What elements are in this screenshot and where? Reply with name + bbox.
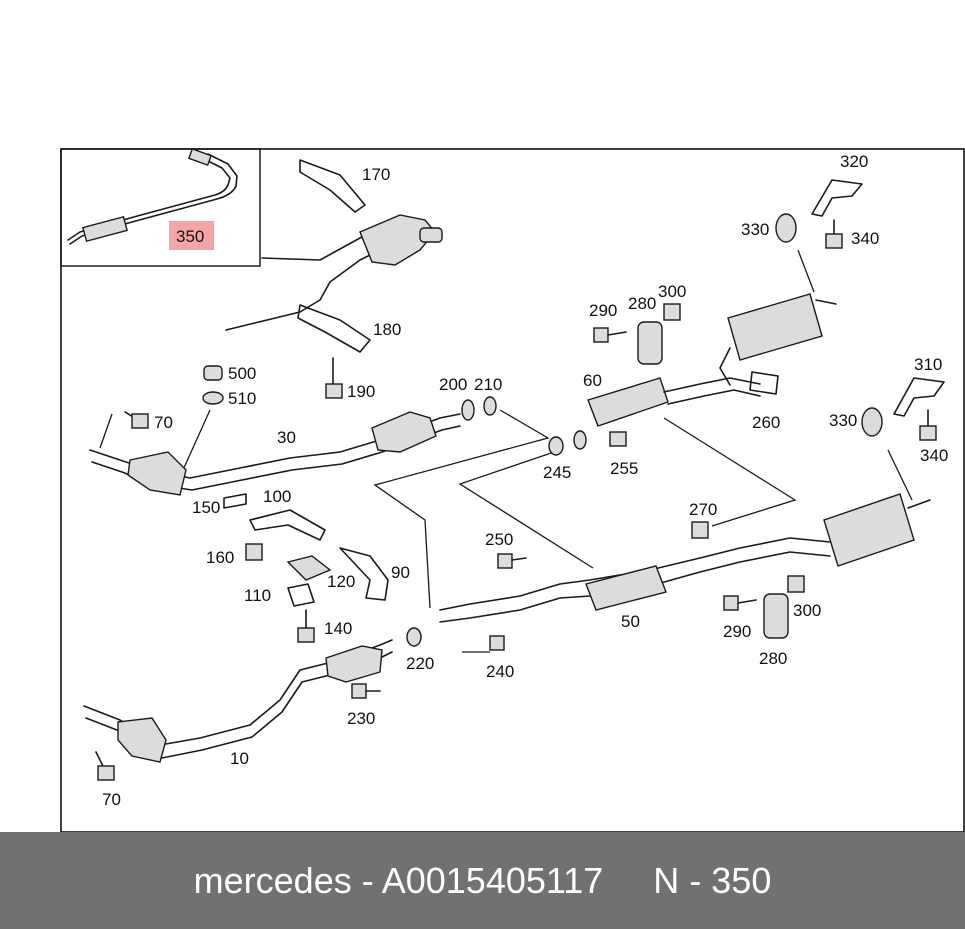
inset-frame	[60, 148, 261, 267]
isolator-330-lower[interactable]	[861, 407, 883, 437]
label-270: 270	[689, 500, 717, 519]
bolt-140[interactable]	[297, 609, 315, 643]
gasket-200[interactable]	[461, 399, 475, 421]
exhaust-parts-diagram: 350	[60, 147, 965, 832]
label-160: 160	[206, 548, 234, 567]
bracket-90[interactable]	[339, 547, 389, 601]
leader-510	[182, 409, 211, 471]
ring-210[interactable]	[483, 396, 497, 416]
leader-70-top	[99, 413, 113, 449]
gasket-220[interactable]	[406, 627, 422, 647]
part-number-caption: mercedes - A0015405117 N - 350	[193, 859, 772, 901]
clamp-110[interactable]	[287, 583, 315, 607]
label-255: 255	[610, 459, 638, 478]
label-90: 90	[391, 563, 410, 582]
nut-160[interactable]	[245, 543, 263, 561]
label-70-bottom: 70	[102, 790, 121, 809]
label-500: 500	[228, 364, 256, 383]
bracket-260[interactable]	[749, 371, 779, 395]
label-180: 180	[373, 320, 401, 339]
nut-300-lower[interactable]	[787, 575, 805, 593]
nut-270[interactable]	[691, 521, 709, 539]
label-150: 150	[192, 498, 220, 517]
label-290-upper: 290	[589, 301, 617, 320]
label-70-top: 70	[154, 413, 173, 432]
bolt-70-top[interactable]	[124, 411, 149, 429]
intermediate-muffler-60[interactable]	[587, 377, 761, 427]
inset-label-350[interactable]: 350	[176, 227, 204, 246]
label-300-upper: 300	[658, 282, 686, 301]
nut-300-upper[interactable]	[663, 303, 681, 321]
bolt-340-upper[interactable]	[825, 219, 843, 249]
label-240: 240	[486, 662, 514, 681]
label-200: 200	[439, 375, 467, 394]
bracket-320[interactable]	[811, 179, 863, 217]
rear-muffler-lower[interactable]	[823, 493, 931, 567]
oxygen-sensor-part[interactable]	[67, 147, 238, 245]
label-250: 250	[485, 530, 513, 549]
bolt-250[interactable]	[497, 553, 527, 569]
ring-245[interactable]	[548, 436, 564, 456]
bolt-290-lower[interactable]	[723, 595, 757, 611]
label-290-lower: 290	[723, 622, 751, 641]
label-300-lower: 300	[793, 601, 821, 620]
pipe-10[interactable]	[83, 639, 393, 763]
plug-500[interactable]	[203, 365, 223, 381]
highlight-350	[169, 221, 214, 250]
footer-bar: mercedes - A0015405117 N - 350	[0, 832, 965, 929]
label-120: 120	[327, 572, 355, 591]
label-280-upper: 280	[628, 294, 656, 313]
arrow-lower	[887, 449, 913, 501]
nut-240[interactable]	[489, 635, 505, 651]
label-330-lower: 330	[829, 411, 857, 430]
label-245: 245	[543, 463, 571, 482]
bracket-310[interactable]	[893, 377, 945, 417]
label-310: 310	[914, 355, 942, 374]
bolt-340-lower[interactable]	[919, 409, 937, 441]
label-190: 190	[347, 382, 375, 401]
diagram-frame	[60, 148, 965, 832]
rear-muffler-upper[interactable]	[719, 293, 837, 386]
clamp-120[interactable]	[286, 555, 332, 581]
arrow-upper	[797, 249, 815, 293]
label-320: 320	[840, 152, 868, 171]
center-pipe-50[interactable]	[439, 537, 831, 623]
label-110: 110	[244, 586, 271, 605]
label-60: 60	[583, 371, 602, 390]
label-140: 140	[324, 619, 352, 638]
bolt-70-bottom[interactable]	[95, 751, 115, 781]
bracket-150[interactable]	[223, 493, 247, 509]
leader-60-to-50	[663, 417, 797, 527]
gasket-255[interactable]	[573, 430, 627, 450]
isolator-330-upper[interactable]	[775, 213, 797, 243]
leader-200-210	[373, 409, 550, 609]
bolt-290-upper[interactable]	[593, 327, 627, 343]
bolt-230[interactable]	[351, 683, 381, 699]
label-340-upper: 340	[851, 229, 879, 248]
label-340-lower: 340	[920, 446, 948, 465]
bracket-100[interactable]	[249, 509, 326, 541]
hanger-280-lower[interactable]	[763, 593, 789, 639]
label-210: 210	[474, 375, 502, 394]
upper-pipe-section[interactable]	[225, 159, 443, 353]
hanger-280-upper[interactable]	[637, 321, 663, 365]
label-170: 170	[362, 165, 390, 184]
pipe-30[interactable]	[89, 411, 461, 496]
leader-245	[458, 449, 594, 569]
bolt-190[interactable]	[325, 357, 343, 399]
label-260: 260	[752, 413, 780, 432]
label-50: 50	[621, 612, 640, 631]
label-280-lower: 280	[759, 649, 787, 668]
washer-510[interactable]	[202, 391, 224, 405]
label-10: 10	[230, 749, 249, 768]
label-100: 100	[263, 487, 291, 506]
label-220: 220	[406, 654, 434, 673]
label-510: 510	[228, 389, 256, 408]
label-230: 230	[347, 709, 375, 728]
label-30: 30	[277, 428, 296, 447]
label-330-upper: 330	[741, 220, 769, 239]
